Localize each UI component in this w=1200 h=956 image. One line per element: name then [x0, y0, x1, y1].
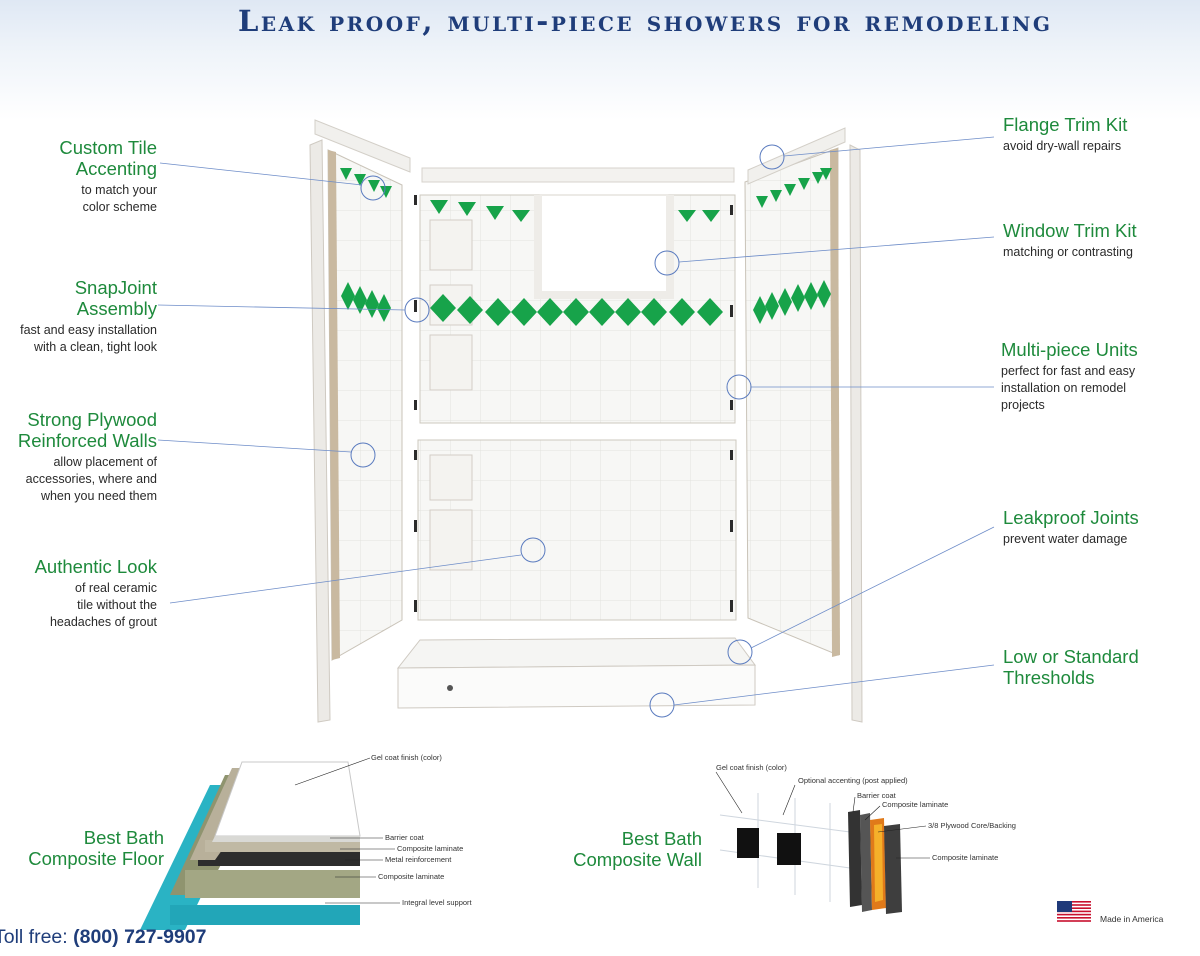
- title-line: Best Bath: [621, 828, 702, 849]
- feature-thresholds: Low or Standard Thresholds: [1003, 646, 1193, 688]
- feature-leakproof-joints: Leakproof Joints prevent water damage: [1003, 507, 1193, 548]
- feature-title: Accenting: [75, 158, 157, 179]
- feature-desc: prevent water damage: [1003, 531, 1193, 548]
- wall-label-barrier-coat: Barrier coat: [857, 791, 897, 800]
- american-flag-icon: [1057, 901, 1091, 922]
- feature-title: Window Trim Kit: [1003, 220, 1137, 241]
- feature-flange-trim-kit: Flange Trim Kit avoid dry-wall repairs: [1003, 114, 1193, 155]
- desc-line: of real ceramic: [75, 581, 157, 595]
- desc-line: fast and easy installation: [20, 323, 157, 337]
- desc-line: tile without the: [77, 598, 157, 612]
- feature-plywood-walls: Strong Plywood Reinforced Walls allow pl…: [0, 409, 157, 505]
- feature-title: Assembly: [76, 298, 157, 319]
- page-title: Leak proof, multi-piece showers for remo…: [238, 4, 1053, 38]
- composite-wall-title: Best Bath Composite Wall: [540, 828, 702, 870]
- feature-title: Flange Trim Kit: [1003, 114, 1128, 135]
- feature-title: Authentic Look: [34, 556, 157, 577]
- desc-line: perfect for fast and easy: [1001, 364, 1136, 378]
- feature-desc: avoid dry-wall repairs: [1003, 138, 1193, 155]
- desc-line: color scheme: [82, 200, 157, 214]
- desc-line: projects: [1001, 398, 1045, 412]
- top-right-flange: [747, 127, 846, 185]
- feature-title: Low or Standard: [1003, 646, 1139, 667]
- top-cap: [421, 167, 735, 183]
- feature-custom-tile-accenting: Custom Tile Accenting to match your colo…: [0, 137, 157, 216]
- floor-label-composite-laminate: Composite laminate: [397, 844, 463, 853]
- desc-line: to match your: [81, 183, 157, 197]
- toll-free-label: Toll free:: [0, 926, 68, 948]
- desc-line: allow placement of: [53, 455, 157, 469]
- feature-title: Leakproof Joints: [1003, 507, 1139, 528]
- toll-free: Toll free: (800) 727-9907: [0, 926, 206, 949]
- composite-floor-diagram: [140, 757, 400, 930]
- left-flange-strip: [309, 139, 331, 723]
- feature-title: Reinforced Walls: [17, 430, 157, 451]
- desc-line: with a clean, tight look: [34, 340, 157, 354]
- floor-label-metal-reinforcement: Metal reinforcement: [385, 855, 452, 864]
- feature-desc: matching or contrasting: [1003, 244, 1193, 261]
- desc-line: installation on remodel: [1001, 381, 1127, 395]
- wall-label-plywood-core: 3/8 Plywood Core/Backing: [928, 821, 1016, 830]
- floor-label-gel-coat: Gel coat finish (color): [371, 753, 442, 762]
- desc-line: accessories, where and: [25, 472, 157, 486]
- wall-label-composite-laminate: Composite laminate: [882, 800, 948, 809]
- desc-line: matching or contrasting: [1003, 245, 1133, 259]
- composite-floor-title: Best Bath Composite Floor: [0, 827, 164, 869]
- desc-line: headaches of grout: [49, 615, 157, 629]
- title-line: Composite Wall: [573, 849, 702, 870]
- feature-window-trim-kit: Window Trim Kit matching or contrasting: [1003, 220, 1193, 261]
- feature-snapjoint-assembly: SnapJoint Assembly fast and easy install…: [0, 277, 157, 356]
- feature-title: Multi-piece Units: [1001, 339, 1138, 360]
- wall-label-optional-accenting: Optional accenting (post applied): [798, 776, 908, 785]
- feature-desc: allow placement of accessories, where an…: [0, 454, 157, 505]
- feature-title: Strong Plywood: [27, 409, 157, 430]
- feature-desc: perfect for fast and easy installation o…: [1001, 363, 1193, 414]
- feature-multi-piece-units: Multi-piece Units perfect for fast and e…: [1001, 339, 1193, 414]
- made-in-america: Made in America: [1100, 914, 1164, 924]
- right-flange-strip: [849, 144, 863, 723]
- header-band: [0, 0, 1200, 120]
- feature-desc: of real ceramic tile without the headach…: [0, 580, 157, 631]
- desc-line: prevent water damage: [1003, 532, 1128, 546]
- feature-desc: fast and easy installation with a clean,…: [0, 322, 157, 356]
- composite-wall-diagram: [715, 771, 930, 914]
- title-line: Best Bath: [83, 827, 164, 848]
- feature-title: Thresholds: [1003, 667, 1095, 688]
- desc-line: when you need them: [40, 489, 157, 503]
- desc-line: avoid dry-wall repairs: [1003, 139, 1122, 153]
- title-line: Composite Floor: [28, 848, 164, 869]
- floor-label-barrier-coat: Barrier coat: [385, 833, 425, 842]
- phone-number[interactable]: (800) 727-9907: [73, 926, 207, 948]
- floor-label-level-support: Integral level support: [402, 898, 473, 907]
- feature-title: Custom Tile: [59, 137, 157, 158]
- feature-desc: to match your color scheme: [0, 182, 157, 216]
- wall-label-composite-laminate-2: Composite laminate: [932, 853, 998, 862]
- feature-title: SnapJoint: [74, 277, 157, 298]
- top-left-flange: [314, 119, 411, 173]
- left-side-panel: [327, 149, 403, 661]
- feature-authentic-look: Authentic Look of real ceramic tile with…: [0, 556, 157, 631]
- wall-label-gel-coat: Gel coat finish (color): [716, 763, 787, 772]
- floor-label-composite-laminate-2: Composite laminate: [378, 872, 444, 881]
